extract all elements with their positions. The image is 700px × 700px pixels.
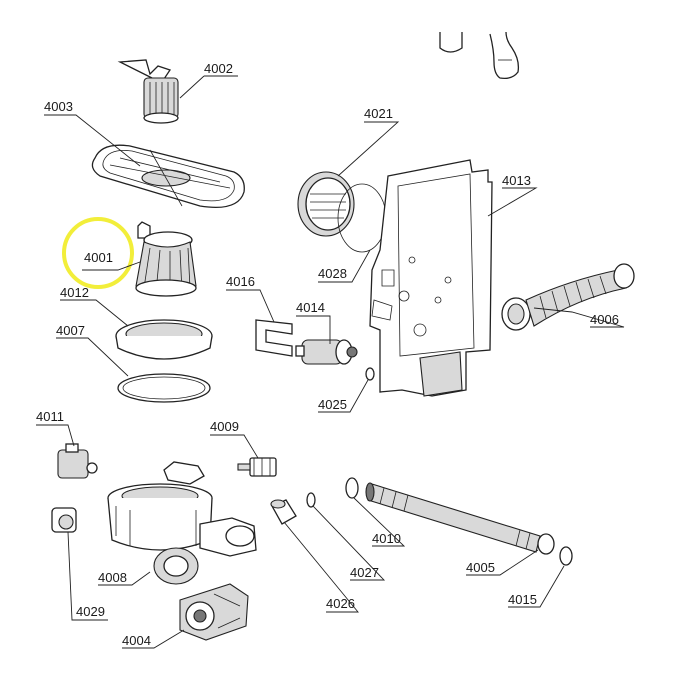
part-4013-housing <box>369 159 493 397</box>
callout-4029[interactable]: 4029 <box>76 604 105 619</box>
highlight-circle-4001 <box>62 217 134 289</box>
part-4009 <box>237 457 277 477</box>
callout-4006[interactable]: 4006 <box>590 312 619 327</box>
part-4012-seal-ring <box>115 319 213 360</box>
callout-4010[interactable]: 4010 <box>372 531 401 546</box>
part-4011-sensor <box>57 443 98 479</box>
callout-4028[interactable]: 4028 <box>318 266 347 281</box>
callout-4007[interactable]: 4007 <box>56 323 85 338</box>
part-4021-cover <box>297 171 355 237</box>
leader-lines <box>36 75 625 649</box>
part-4003-flat-filter <box>91 144 245 209</box>
top-tubes-partial <box>439 31 520 80</box>
callout-labels: 4001 4002 4003 4004 4005 4006 4007 4008 … <box>36 61 619 648</box>
callout-4012[interactable]: 4012 <box>60 285 89 300</box>
callout-4016[interactable]: 4016 <box>226 274 255 289</box>
callout-4026[interactable]: 4026 <box>326 596 355 611</box>
callout-4011[interactable]: 4011 <box>36 409 64 424</box>
part-4016-bracket <box>255 319 293 357</box>
part-4025-ring <box>365 367 375 381</box>
callout-4009[interactable]: 4009 <box>210 419 239 434</box>
part-4006-bellows-hose <box>501 263 635 331</box>
part-4015-ring <box>559 546 573 566</box>
part-4004-drain-pump <box>179 583 249 641</box>
callout-4013[interactable]: 4013 <box>502 173 531 188</box>
part-4014-motor <box>295 339 358 365</box>
part-4001-fine-filter <box>135 221 197 297</box>
callout-4002[interactable]: 4002 <box>204 61 233 76</box>
callout-4015[interactable]: 4015 <box>508 592 537 607</box>
callout-4025[interactable]: 4025 <box>318 397 347 412</box>
callout-4004[interactable]: 4004 <box>122 633 151 648</box>
part-4029-cap <box>51 507 77 533</box>
callout-4027[interactable]: 4027 <box>350 565 379 580</box>
callout-4008[interactable]: 4008 <box>98 570 127 585</box>
callout-4005[interactable]: 4005 <box>466 560 495 575</box>
callout-4021[interactable]: 4021 <box>364 106 393 121</box>
part-4027-ring <box>306 492 316 508</box>
part-4008-sump <box>107 461 257 585</box>
part-4005-hose <box>365 482 555 555</box>
part-4010-o-ring <box>345 477 359 499</box>
callout-4014[interactable]: 4014 <box>296 300 325 315</box>
part-4007-o-ring <box>117 373 211 403</box>
part-4026-bushing <box>270 499 297 525</box>
callout-4003[interactable]: 4003 <box>44 99 73 114</box>
callout-4001[interactable]: 4001 <box>84 250 113 265</box>
part-4002-microfilter <box>117 59 179 124</box>
